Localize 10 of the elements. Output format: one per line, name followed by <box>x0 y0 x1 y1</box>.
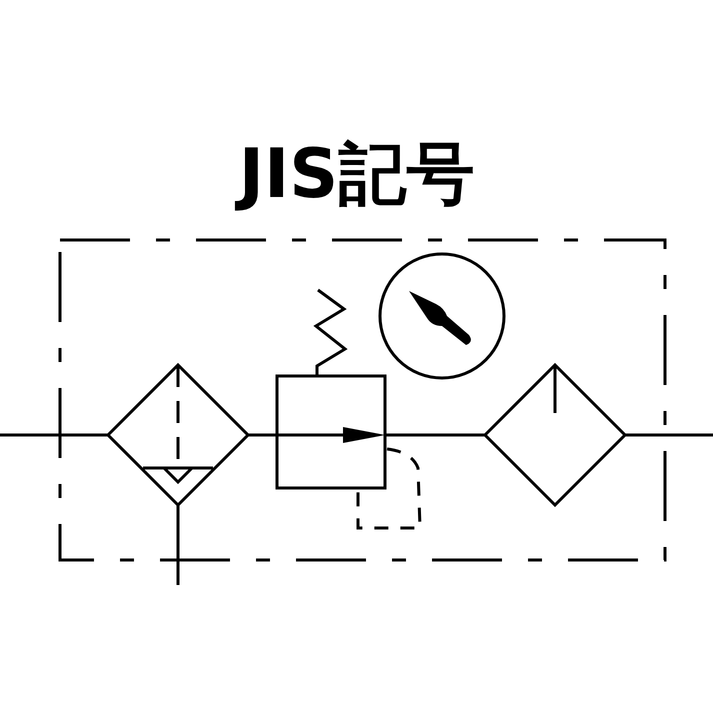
pipe-line <box>248 434 277 436</box>
pipe-line <box>625 434 713 436</box>
regulator-symbol <box>276 288 422 530</box>
filter-symbol <box>106 362 250 508</box>
pipe-line <box>385 434 485 436</box>
lubricator-symbol <box>482 362 628 508</box>
dash-dot-enclosure <box>58 238 666 562</box>
pipe-line <box>0 434 108 436</box>
pressure-gauge-symbol <box>378 252 506 380</box>
pipe-line <box>176 505 180 585</box>
